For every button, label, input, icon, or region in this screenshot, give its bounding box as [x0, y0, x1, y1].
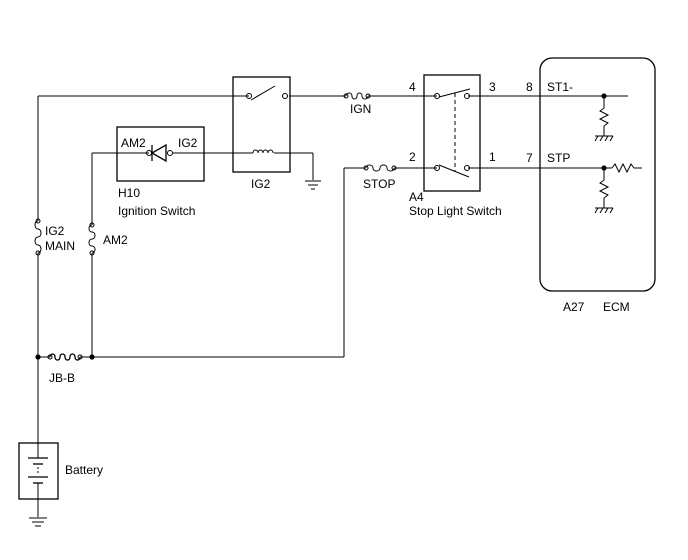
chassis-ground-hatch [609, 135, 614, 142]
junction-dot [35, 354, 41, 360]
relay-switch-arm [250, 85, 276, 101]
ecm-pin-8: 8 [526, 80, 533, 94]
fuse-am2-symbol [88, 224, 96, 254]
diode-icon [150, 143, 167, 163]
chassis-ground-hatch [599, 135, 604, 142]
junction-dot [89, 354, 95, 360]
junction-dots [35, 93, 607, 360]
resistor-icon [598, 179, 610, 199]
ignition-switch-contact [167, 150, 173, 156]
switch-contact [434, 93, 440, 99]
fuse-am2-label: AM2 [103, 233, 128, 247]
stop-light-switch-pin-2: 2 [409, 150, 416, 164]
stop-light-switch: 4 3 2 1 A4 Stop Light Switch [409, 74, 502, 218]
fuse-terminal [363, 165, 369, 171]
stop-light-switch-pin-1: 1 [489, 150, 496, 164]
ignition-switch-code: H10 [118, 186, 140, 200]
chassis-ground-hatch [594, 207, 599, 214]
ignition-switch-pin-am2: AM2 [121, 136, 146, 150]
ecm-pin-7: 7 [526, 151, 533, 165]
ecm-code: A27 [563, 300, 585, 314]
switch-contact [434, 165, 440, 171]
fuse-ig2-main-symbol [34, 220, 42, 254]
resistor-icon [611, 162, 642, 174]
ignition-switch: AM2 IG2 H10 Ignition Switch [116, 126, 205, 218]
ignition-switch-box [116, 126, 205, 182]
fuse-terminal [35, 250, 41, 256]
ignition-switch-name: Ignition Switch [118, 204, 195, 218]
fuse-terminal [77, 354, 83, 360]
ignition-switch-pin-ig2: IG2 [178, 136, 198, 150]
coil-icon [252, 149, 274, 154]
fuse-jb-b: JB-B [47, 353, 83, 385]
fuse-terminal [35, 218, 41, 224]
fuse-terminal [343, 93, 349, 99]
resistor-icon [598, 107, 610, 127]
ground-icon-relay [305, 180, 321, 190]
ig2-relay-label: IG2 [251, 177, 271, 191]
ecm-box [539, 57, 656, 292]
fuse-ig2-main: IG2 MAIN [34, 218, 75, 256]
fuse-stop-label: STOP [363, 177, 395, 191]
ig2-relay: IG2 [232, 76, 291, 191]
fuse-terminal [89, 222, 95, 228]
battery: Battery [18, 442, 103, 500]
battery-label: Battery [65, 463, 103, 477]
stop-light-switch-code: A4 [409, 190, 424, 204]
fuse-jb-b-symbol [49, 353, 81, 361]
stop-light-switch-pin-4: 4 [409, 80, 416, 94]
fuse-ig2-main-label-1: IG2 [45, 224, 65, 238]
ecm: 8 ST1- 7 STP A27 ECM [526, 57, 656, 314]
fuse-ig2-main-label-2: MAIN [45, 239, 75, 253]
fuse-am2: AM2 [88, 222, 128, 256]
fuse-terminal [47, 354, 53, 360]
ecm-terminal-st1: ST1- [547, 80, 573, 94]
stop-light-switch-name: Stop Light Switch [409, 204, 502, 218]
chassis-ground-hatch [604, 135, 609, 142]
chassis-ground-hatch [609, 207, 614, 214]
ecm-terminal-stp: STP [547, 151, 570, 165]
fuse-stop-symbol [365, 164, 395, 172]
ig2-relay-box [232, 76, 291, 173]
fuse-jb-b-label: JB-B [49, 371, 75, 385]
switch-contact [464, 93, 470, 99]
fuse-terminal [365, 93, 371, 99]
fuse-ign: IGN [343, 92, 371, 116]
chassis-ground-hatch [599, 207, 604, 214]
switch-arm-lower [438, 164, 470, 178]
chassis-ground-hatch [594, 135, 599, 142]
chassis-ground-hatch [604, 207, 609, 214]
fuse-ign-label: IGN [350, 102, 371, 116]
relay-contact [282, 93, 288, 99]
ground-icon-battery [29, 517, 47, 527]
relay-contact [246, 93, 252, 99]
switch-contact [464, 165, 470, 171]
stop-light-switch-box [423, 74, 481, 192]
fuse-terminal [89, 250, 95, 256]
fuse-stop: STOP [363, 164, 397, 191]
ecm-name: ECM [603, 300, 630, 314]
fuse-terminal [391, 165, 397, 171]
fuse-ign-symbol [345, 92, 369, 100]
stop-light-switch-pin-3: 3 [489, 80, 496, 94]
